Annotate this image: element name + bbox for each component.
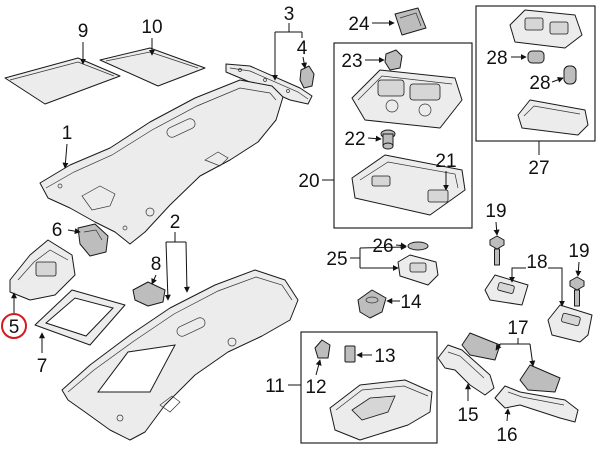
part-21-tray — [351, 154, 466, 216]
label-6: 6 — [52, 220, 63, 241]
label-28-a: 28 — [486, 48, 507, 69]
label-11: 11 — [265, 376, 285, 397]
label-5: 5 — [9, 317, 20, 338]
part-5-housing — [9, 239, 76, 301]
part-23-clip — [384, 49, 403, 71]
part-2-headliner — [61, 269, 299, 441]
label-18: 18 — [526, 252, 547, 273]
part-1-headliner — [39, 79, 284, 245]
part-17-clip-b — [519, 364, 561, 393]
part-19-screw-a — [489, 235, 505, 266]
part-16-grab-handle — [494, 385, 579, 423]
group-box-20 — [333, 42, 473, 229]
part-8-clip — [132, 281, 166, 307]
label-10: 10 — [141, 17, 162, 38]
part-4-clip — [299, 65, 315, 89]
label-20: 20 — [298, 171, 319, 192]
group-box-27 — [475, 5, 596, 142]
label-24: 24 — [348, 14, 370, 35]
part-9-sheet — [4, 57, 121, 105]
label-9: 9 — [78, 21, 89, 42]
part-12-clip — [314, 339, 331, 359]
label-28-b: 28 — [529, 73, 550, 94]
part-6-bracket — [77, 223, 109, 257]
part-27-lens — [517, 99, 589, 136]
label-26: 26 — [372, 236, 393, 257]
part-20-console-top — [351, 69, 463, 129]
part-7-frame — [34, 289, 126, 346]
leader-lines — [11, 20, 582, 422]
part-15-grab-handle — [437, 344, 495, 396]
part-18-bracket-a — [484, 274, 529, 306]
label-19-a: 19 — [485, 201, 506, 222]
label-7: 7 — [37, 356, 48, 377]
label-2: 2 — [170, 212, 181, 233]
part-28-bulb-b — [563, 65, 577, 85]
label-22: 22 — [344, 129, 365, 150]
label-13: 13 — [374, 346, 395, 367]
label-21: 21 — [435, 151, 456, 172]
label-25: 25 — [326, 249, 347, 270]
label-17: 17 — [507, 318, 528, 339]
label-14: 14 — [400, 292, 422, 313]
part-18-bracket-b — [547, 304, 593, 343]
part-3-trim-strip — [225, 63, 313, 105]
part-25-lamp — [397, 254, 439, 286]
group-box-11 — [300, 331, 438, 444]
callout-labels: 1 2 3 4 5 6 7 8 9 10 11 12 13 14 15 16 1… — [9, 4, 590, 446]
label-19-b: 19 — [568, 241, 589, 262]
highlight-circle — [1, 313, 27, 339]
part-11-sun-visor — [329, 379, 433, 441]
label-8: 8 — [151, 254, 162, 275]
part-13-clip — [344, 345, 356, 363]
part-22-clip — [380, 129, 396, 150]
part-14-clip — [357, 289, 387, 319]
label-12: 12 — [305, 377, 326, 398]
part-28-bulb-a — [527, 50, 545, 64]
part-24-lamp — [394, 7, 427, 36]
part-19-screw-b — [569, 276, 585, 307]
label-23: 23 — [341, 51, 362, 72]
label-4: 4 — [297, 38, 308, 59]
part-27-lamp-housing — [509, 9, 583, 49]
part-17-clip-a — [461, 332, 501, 361]
label-3: 3 — [284, 4, 295, 25]
label-1: 1 — [62, 123, 73, 144]
label-27: 27 — [528, 158, 549, 179]
label-15: 15 — [457, 405, 478, 426]
label-16: 16 — [496, 425, 517, 446]
part-26-bulb — [407, 241, 429, 251]
